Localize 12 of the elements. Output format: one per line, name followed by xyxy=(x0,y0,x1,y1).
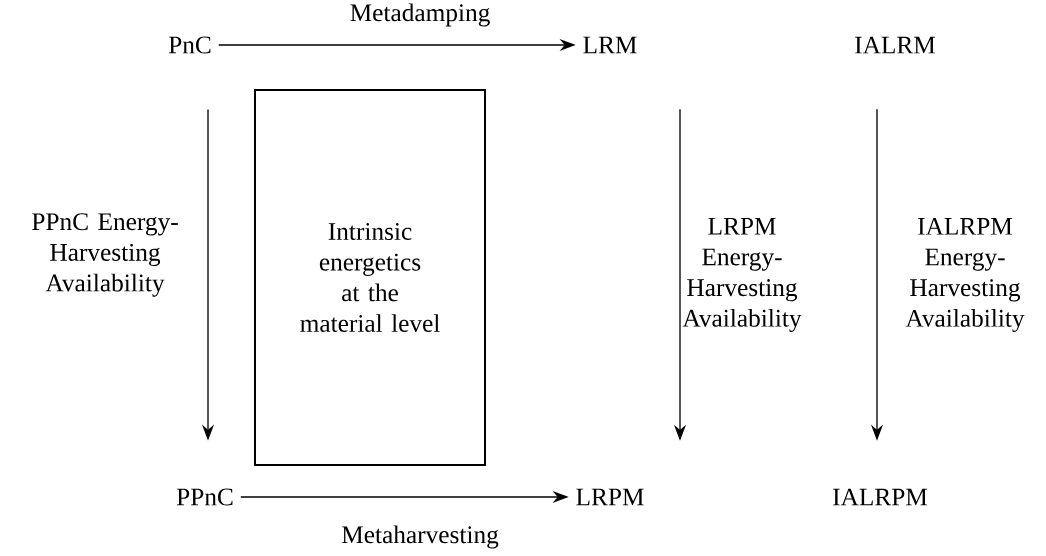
text-box: Intrinsic energetics at the material level xyxy=(254,89,486,466)
edge-label: PPnC Energy-Harvesting Availability xyxy=(32,213,178,297)
node-label: IALRPM xyxy=(833,488,928,506)
node-label: LRPM xyxy=(576,488,644,506)
edge-label: Metaharvesting xyxy=(341,525,499,549)
node-label: IALRM xyxy=(855,36,936,54)
node-label: LRM xyxy=(583,36,637,54)
edge-label: IALRPM Energy-Harvesting Availability xyxy=(905,217,1025,333)
node-label: PPnC xyxy=(176,488,233,506)
edge-label: Metadamping xyxy=(350,3,490,27)
node-label: PnC xyxy=(168,36,211,54)
edge-label: LRPM Energy-Harvesting Availability xyxy=(682,217,802,332)
